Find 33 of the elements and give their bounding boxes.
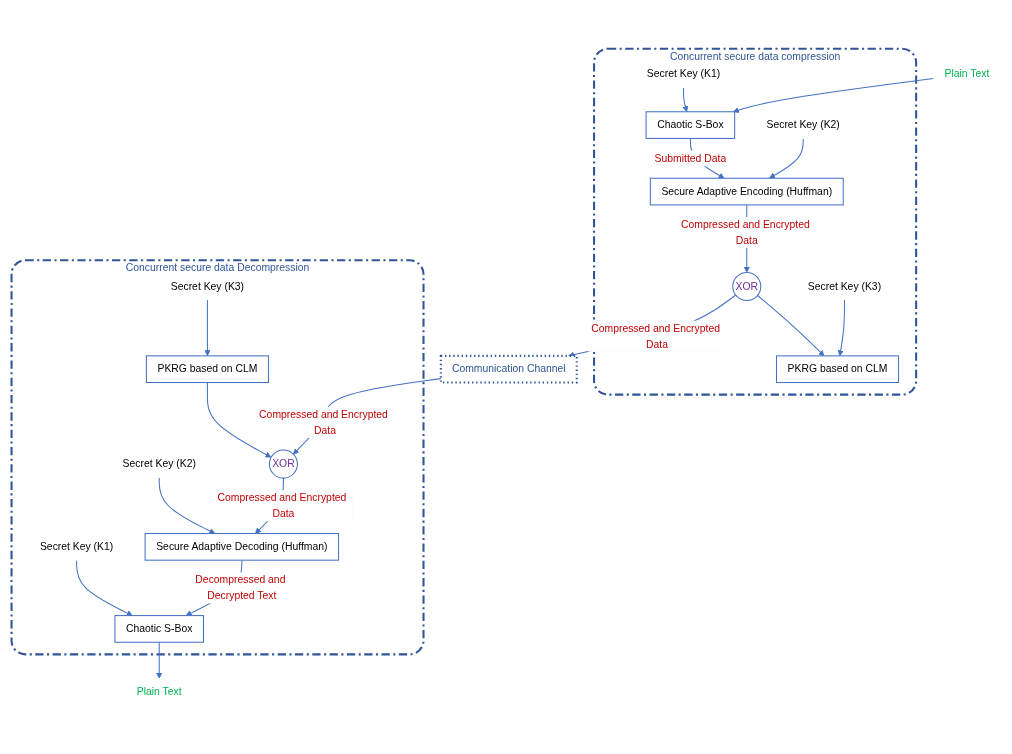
edge-label: Compressed and Encrypted Data	[217, 491, 347, 519]
node-text: Secret Key (K3)	[170, 280, 245, 292]
node-text: Secret Key (K2)	[122, 457, 196, 470]
arrow	[733, 78, 934, 114]
node-text: Plain Text	[136, 685, 182, 698]
node-box: Communication Channel	[439, 354, 578, 384]
node-text: Plain Text	[944, 67, 990, 80]
arrow	[158, 476, 216, 534]
node-box: Chaotic S-Box	[645, 111, 736, 139]
node-text: Secret Key (K1)	[646, 67, 721, 80]
node-text: Secret Key (K1)	[39, 540, 114, 553]
node-text: Secret Key (K2)	[766, 118, 840, 131]
arrow	[837, 299, 845, 357]
arrow	[769, 137, 804, 179]
edge-label: Decompressed and Decrypted Text	[195, 573, 286, 602]
edge-label: Compressed and Encrypted Data	[680, 218, 810, 246]
node-box: Secure Adaptive Encoding (Huffman)	[649, 177, 844, 206]
edge-label: Compressed and Encrypted Data	[591, 321, 720, 350]
node-box: PKRG based on CLM	[775, 355, 900, 384]
arrow	[757, 295, 825, 357]
arrow	[204, 299, 211, 357]
edge-label: Submitted Data	[654, 151, 727, 164]
edge-label: Compressed and Encrypted Data	[259, 408, 388, 436]
arrow	[682, 87, 689, 113]
node-text: Secret Key (K3)	[807, 280, 882, 292]
node-box: Secure Adaptive Decoding (Huffman)	[144, 533, 340, 561]
node-box: PKRG based on CLM	[145, 355, 269, 384]
arrow	[156, 641, 163, 679]
node-box: Chaotic S-Box	[114, 615, 204, 643]
arrow	[76, 559, 133, 616]
arrow	[206, 382, 272, 458]
node-circle: XOR	[268, 449, 298, 479]
node-circle: XOR	[732, 271, 762, 301]
